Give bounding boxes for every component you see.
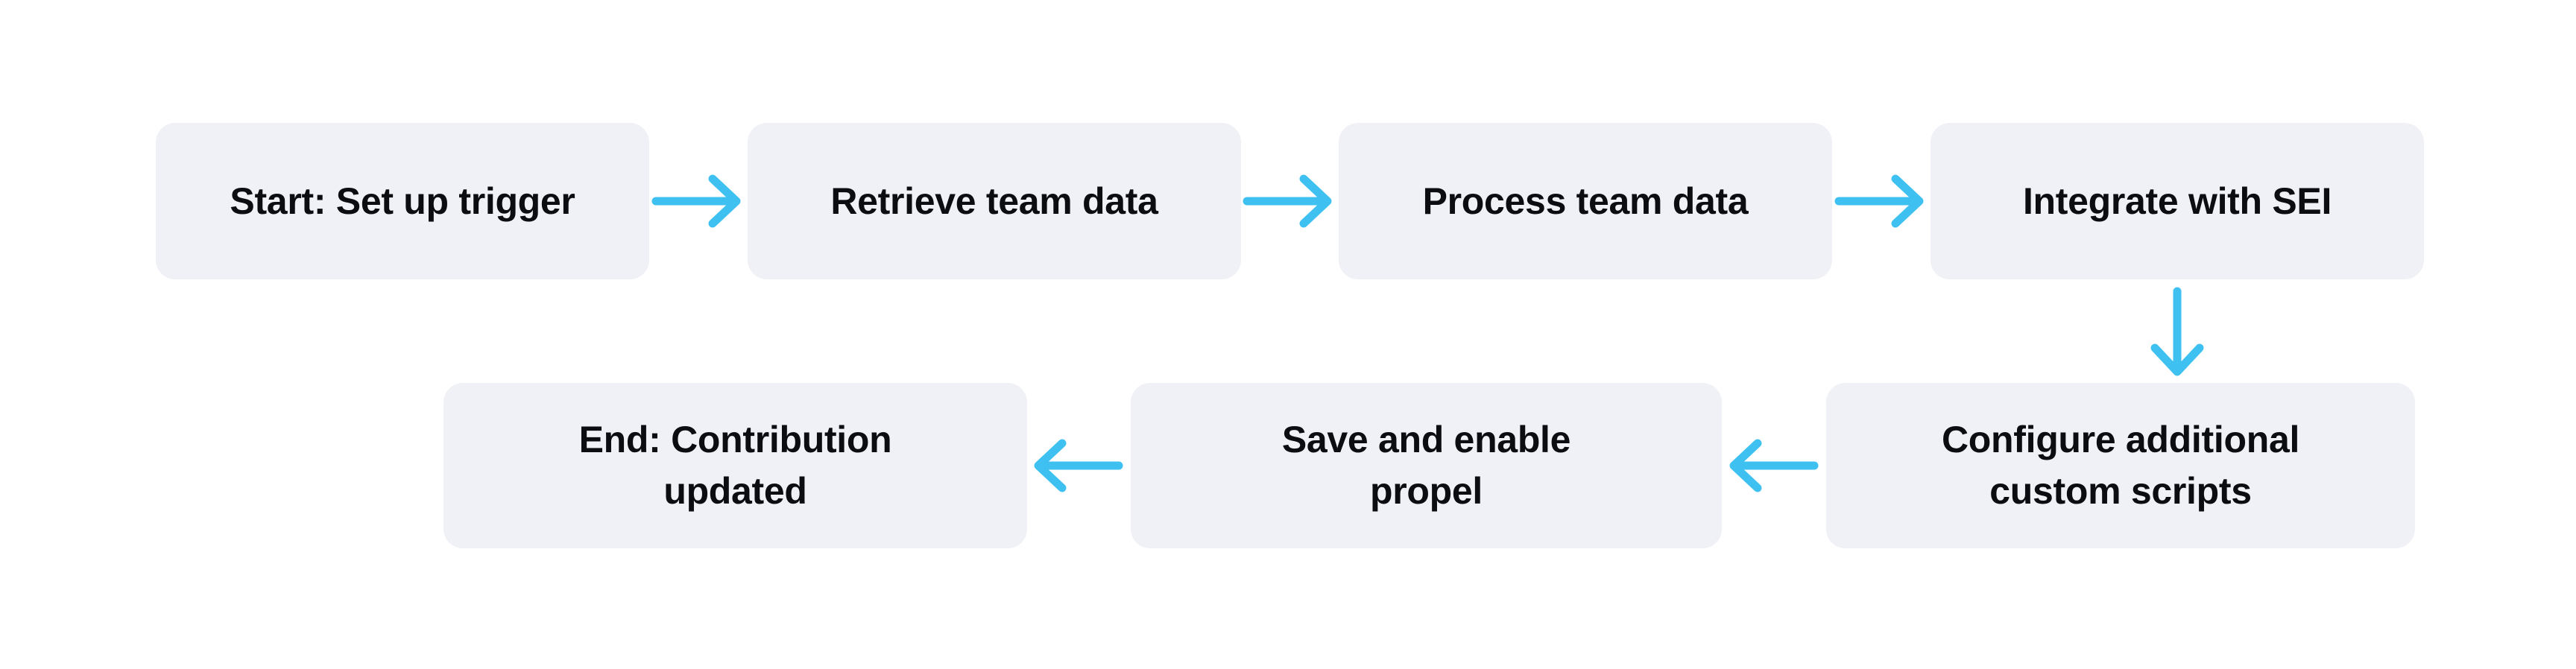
- arrow-down-integrate-to-configure-icon: [2150, 287, 2204, 376]
- node-process-team-data: Process team data: [1339, 123, 1832, 279]
- node-start-set-up-trigger: Start: Set up trigger: [156, 123, 649, 279]
- node-save-and-enable-propel: Save and enable propel: [1131, 383, 1722, 548]
- node-integrate-with-sei: Integrate with SEI: [1931, 123, 2424, 279]
- node-end-contribution-updated: End: Contribution updated: [443, 383, 1027, 548]
- node-configure-additional-custom-scripts: Configure additional custom scripts: [1826, 383, 2415, 548]
- arrow-left-save-to-end-icon: [1034, 439, 1123, 492]
- arrow-right-start-to-retrieve-icon: [651, 174, 741, 228]
- arrow-left-configure-to-save-icon: [1729, 439, 1819, 492]
- arrow-right-retrieve-to-process-icon: [1243, 174, 1332, 228]
- arrow-right-process-to-integrate-icon: [1834, 174, 1924, 228]
- node-retrieve-team-data: Retrieve team data: [748, 123, 1241, 279]
